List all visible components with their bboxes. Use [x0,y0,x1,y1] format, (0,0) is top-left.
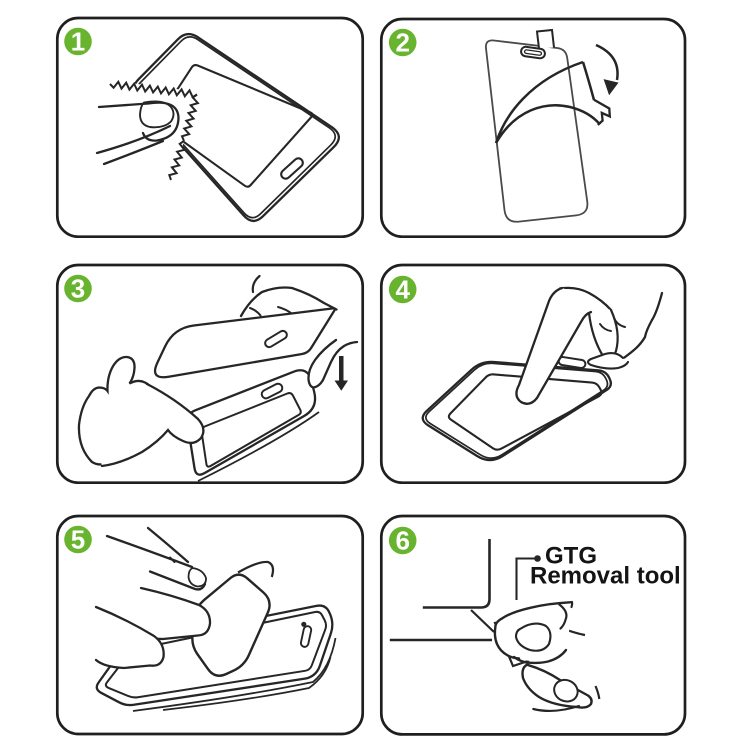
svg-text:5: 5 [71,525,85,555]
svg-text:1: 1 [71,27,85,57]
svg-text:4: 4 [395,275,410,305]
svg-text:3: 3 [71,274,85,304]
svg-text:GTG: GTG [545,543,597,570]
svg-text:Removal tool: Removal tool [530,563,681,590]
svg-text:6: 6 [395,526,409,556]
svg-text:2: 2 [395,28,409,58]
